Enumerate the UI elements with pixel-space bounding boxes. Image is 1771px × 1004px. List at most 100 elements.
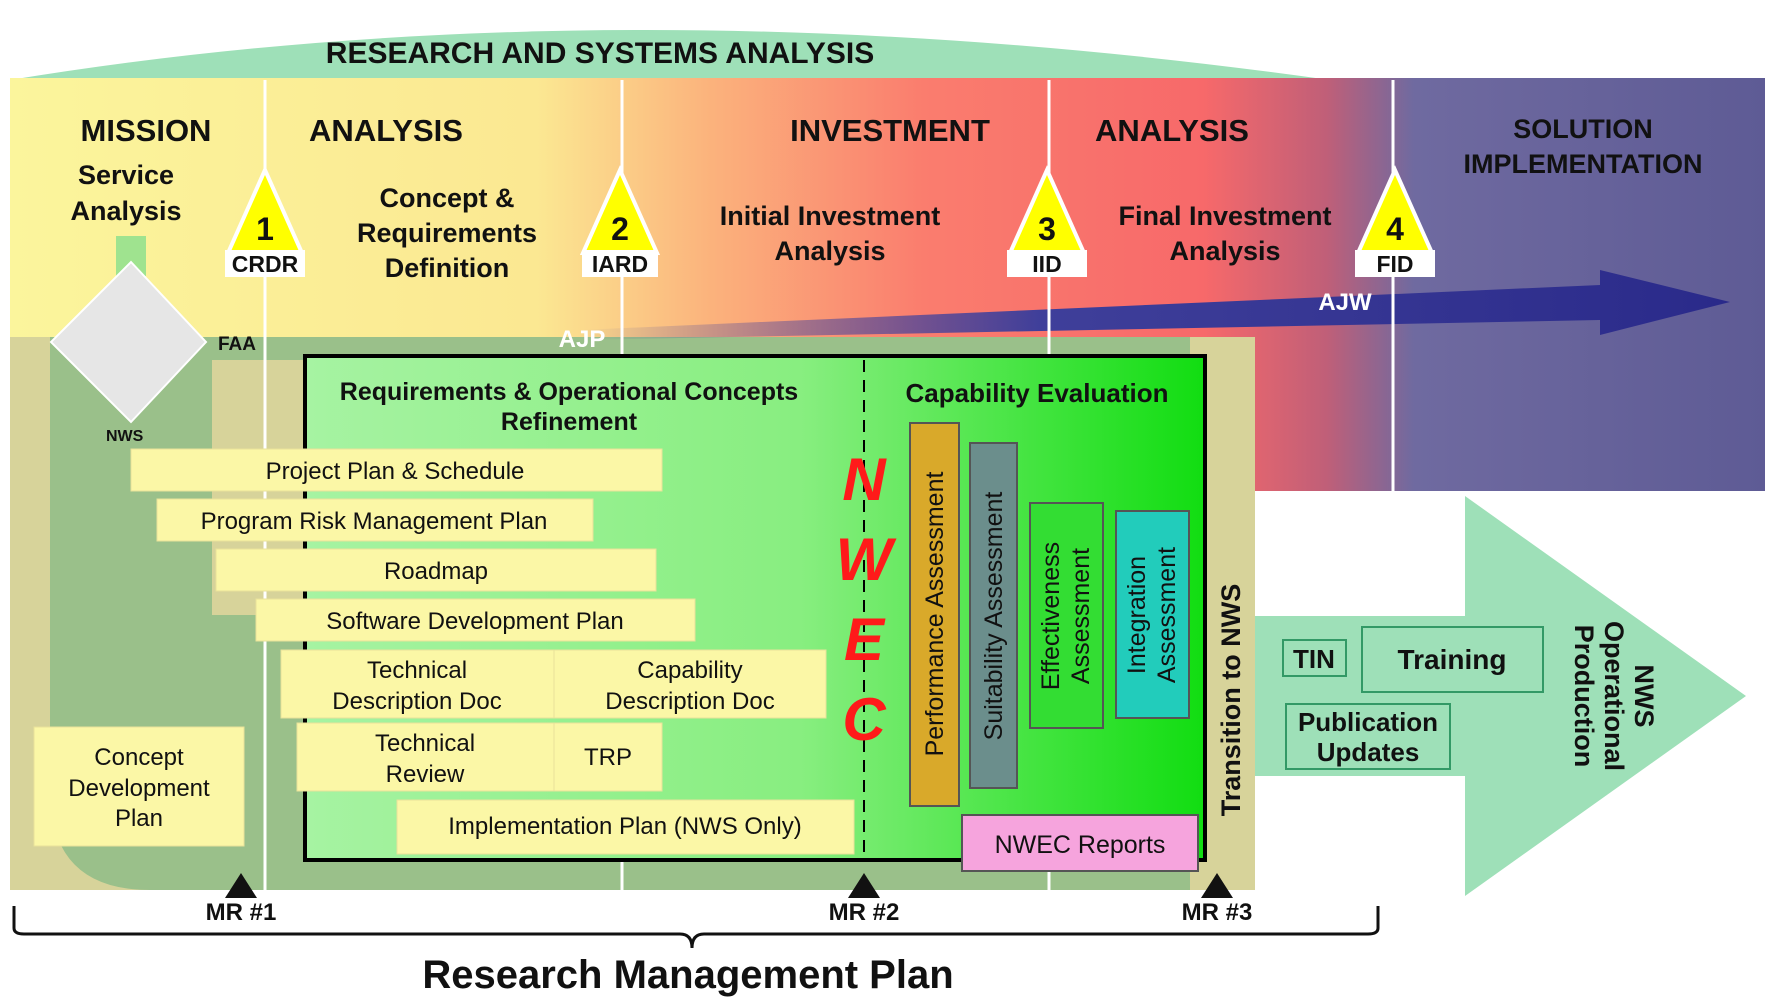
concept-dev-line3: Plan (115, 805, 163, 832)
nws-op-line3: Production (1569, 625, 1599, 768)
top-banner-arc (10, 30, 1330, 80)
bottom-title: Research Management Plan (422, 953, 953, 997)
milestone-label: FID (1376, 251, 1413, 277)
effectiveness-assessment-line2: Assessment (1067, 548, 1095, 684)
phase-investment: INVESTMENT (790, 113, 990, 148)
nwec-letter-w: W (836, 526, 897, 593)
phase-solution-line1: SOLUTION (1513, 114, 1653, 144)
ajw-label: AJW (1318, 289, 1372, 316)
trp-text: TRP (584, 744, 632, 771)
tech-review-line2: Review (386, 761, 465, 788)
milestone-number: 4 (1386, 211, 1404, 247)
training-text: Training (1398, 644, 1507, 675)
nwec-letter-n: N (842, 446, 887, 513)
milestone-number: 2 (611, 211, 629, 247)
integration-assessment-line2: Assessment (1153, 547, 1181, 683)
tin-text: TIN (1293, 644, 1335, 674)
risk-plan-box (156, 498, 594, 542)
initial-investment-line2: Analysis (774, 236, 885, 266)
concept-req-line3: Definition (385, 253, 509, 283)
service-analysis-line1: Service (78, 160, 174, 190)
mr2-triangle-icon (848, 873, 880, 898)
tech-desc-line1: Technical (367, 657, 467, 684)
performance-assessment-box (909, 422, 960, 807)
milestone-number: 3 (1038, 211, 1056, 247)
milestone-label: IARD (592, 251, 648, 277)
mr-markers (225, 873, 1233, 898)
roadmap-box (215, 548, 657, 592)
output-arrow (1255, 496, 1746, 896)
risk-plan-text: Program Risk Management Plan (201, 508, 548, 535)
tech-review-line1: Technical (375, 730, 475, 757)
roadmap-text: Roadmap (384, 558, 488, 585)
phase-analysis-1: ANALYSIS (309, 113, 463, 148)
bottom-brace (12, 906, 1380, 949)
nws-op-line2: Operational (1599, 621, 1629, 771)
top-banner-title: RESEARCH AND SYSTEMS ANALYSIS (326, 37, 874, 70)
nwec-letter-c: C (842, 686, 887, 753)
tin-box (1282, 639, 1347, 677)
req-title-line2: Refinement (501, 408, 638, 436)
tech-desc-line2: Description Doc (332, 688, 501, 715)
initial-investment-line1: Initial Investment (720, 201, 941, 231)
training-box (1361, 626, 1544, 693)
faa-nws-diamond (49, 260, 208, 424)
milestone-label: IID (1032, 251, 1061, 277)
mr3-triangle-icon (1201, 873, 1233, 898)
cap-eval-title: Capability Evaluation (906, 378, 1169, 408)
phase-analysis-2: ANALYSIS (1095, 113, 1249, 148)
project-plan-box (130, 448, 663, 492)
final-investment-line2: Analysis (1169, 236, 1280, 266)
effectiveness-assessment-box (1029, 502, 1104, 729)
nwec-letter-e: E (844, 606, 886, 673)
milestone-label: CRDR (232, 251, 299, 277)
nws-operational-text: NWS Operational Production (1569, 621, 1659, 771)
concept-dev-line2: Development (68, 775, 210, 802)
software-plan-text: Software Development Plan (326, 608, 624, 635)
tech-desc-box (280, 649, 555, 719)
transition-to-nws: Transition to NWS (1216, 584, 1246, 817)
trp-box (553, 722, 663, 792)
effectiveness-assessment-line1: Effectiveness (1037, 542, 1065, 690)
milestone-3: 3 IID (1006, 165, 1088, 277)
concept-req-line2: Requirements (357, 218, 537, 248)
performance-assessment-text: Performance Assessment (921, 472, 949, 757)
req-title-line1: Requirements & Operational Concepts (340, 378, 798, 406)
tech-review-box (296, 722, 555, 792)
phase-solution-line2: IMPLEMENTATION (1464, 149, 1703, 179)
cap-desc-line1: Capability (637, 657, 742, 684)
cap-desc-line2: Description Doc (605, 688, 774, 715)
milestone-number: 1 (256, 211, 274, 247)
nws-label: NWS (106, 428, 144, 445)
cap-desc-box (553, 649, 827, 719)
mr2-label: MR #2 (829, 899, 900, 926)
suitability-assessment-box (969, 442, 1018, 789)
concept-dev-box (33, 726, 245, 847)
milestone-2: 2 IARD (579, 165, 661, 277)
final-investment-line1: Final Investment (1118, 201, 1331, 231)
ajw-arrow (580, 270, 1730, 340)
milestone-1: 1 CRDR (224, 165, 306, 277)
nwec-letters: N W E C (836, 446, 897, 753)
integration-assessment-box (1115, 510, 1190, 719)
concept-dev-line1: Concept (94, 744, 184, 771)
document-boxes (33, 448, 855, 855)
nws-op-line1: NWS (1629, 665, 1659, 728)
software-plan-box (255, 598, 696, 642)
publication-line1: Publication (1298, 707, 1438, 737)
integration-assessment-line1: Integration (1123, 556, 1151, 674)
publication-box (1285, 703, 1451, 770)
nwec-reports-text: NWEC Reports (995, 831, 1166, 859)
ajp-label: AJP (559, 326, 606, 353)
mr1-label: MR #1 (206, 899, 277, 926)
concept-req-line1: Concept & (380, 183, 515, 213)
mr1-triangle-icon (225, 873, 257, 898)
milestone-4: 4 FID (1354, 165, 1436, 277)
faa-label: FAA (218, 334, 256, 355)
project-plan-text: Project Plan & Schedule (266, 458, 525, 485)
service-analysis-line2: Analysis (70, 196, 181, 226)
nwec-reports-box (961, 814, 1199, 872)
suitability-assessment-text: Suitability Assessment (980, 492, 1008, 741)
publication-line2: Updates (1317, 737, 1420, 767)
